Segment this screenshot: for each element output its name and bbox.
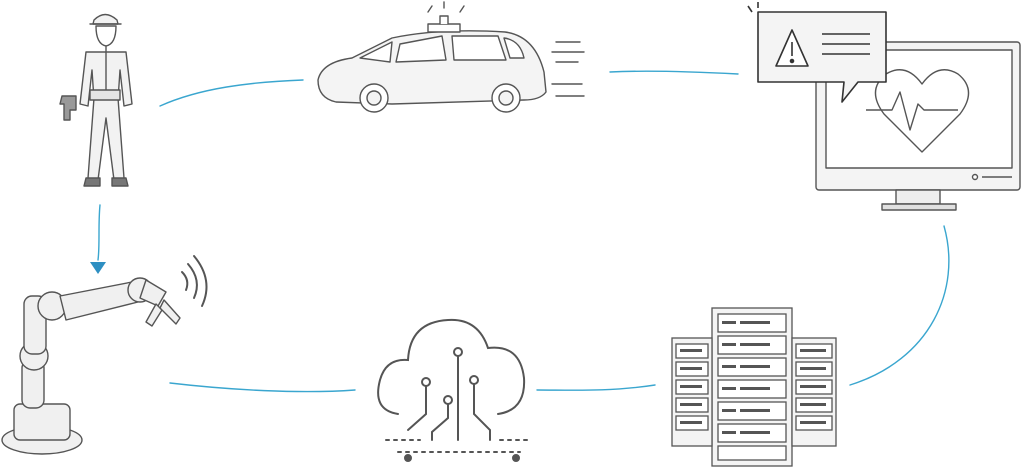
wireless-signal-icon xyxy=(181,255,208,307)
connectors xyxy=(90,70,950,393)
arrowhead-to-robot xyxy=(90,262,106,274)
connector-monitor-to-server xyxy=(849,225,950,386)
server-rack-icon xyxy=(671,307,837,467)
connector-vehicle-to-monitor xyxy=(609,70,739,75)
connector-technician-to-vehicle xyxy=(159,79,304,107)
cloud-circuit-icon xyxy=(377,318,529,462)
connector-server-to-cloud xyxy=(536,384,656,391)
connector-cloud-to-robot xyxy=(169,382,356,393)
warning-icon xyxy=(747,2,887,103)
autonomous-car-icon xyxy=(317,1,585,113)
connector-robot-to-technician xyxy=(97,204,101,261)
technician-icon xyxy=(59,13,133,187)
robot-arm-icon xyxy=(1,277,181,455)
